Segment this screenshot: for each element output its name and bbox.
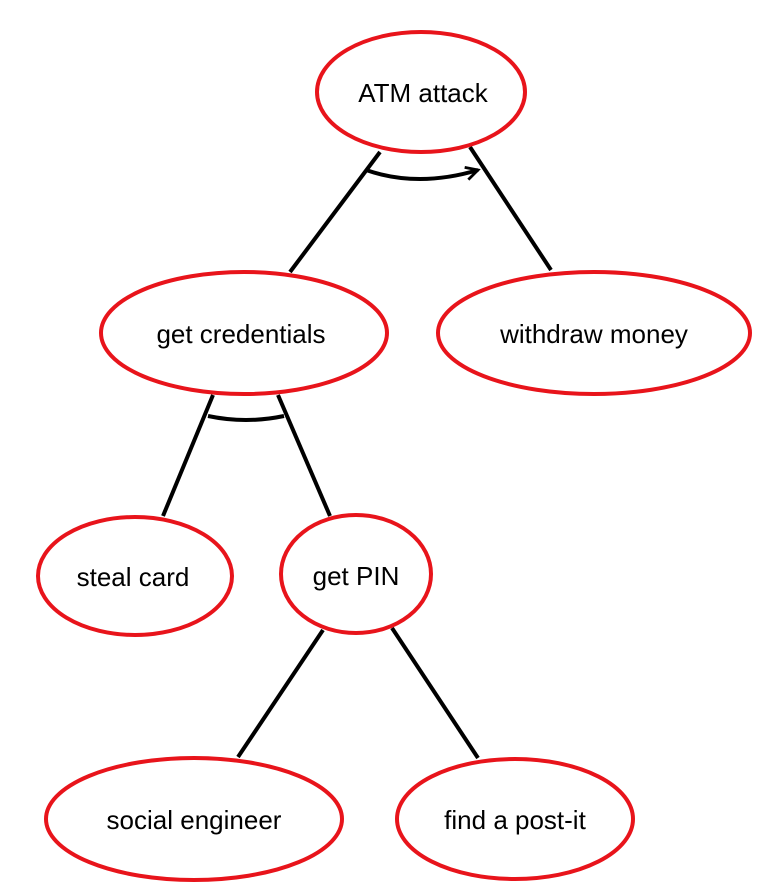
node-social-engineer-ellipse xyxy=(44,756,344,882)
connectors xyxy=(207,170,478,422)
node-get-credentials-ellipse xyxy=(99,270,389,396)
node-withdraw-money-label: withdraw money xyxy=(499,319,688,349)
edge-root-withdraw-money xyxy=(468,145,553,272)
node-steal-card-label: steal card xyxy=(77,562,190,592)
node-atm-attack-ellipse xyxy=(315,30,527,154)
node-find-a-post-it-ellipse xyxy=(395,757,635,881)
node-get-credentials: get credentials xyxy=(99,270,389,396)
and-arc xyxy=(207,414,285,422)
edge-get-credentials-get-pin xyxy=(276,394,332,517)
node-find-a-post-it-label: find a post-it xyxy=(444,805,586,835)
node-atm-attack-label: ATM attack xyxy=(358,78,489,108)
node-withdraw-money-ellipse xyxy=(436,270,752,396)
edges xyxy=(161,145,553,760)
node-get-pin: get PIN xyxy=(279,513,433,635)
node-steal-card-ellipse xyxy=(36,515,234,637)
node-find-a-post-it: find a post-it xyxy=(395,757,635,881)
edge-get-credentials-steal-card xyxy=(161,394,215,517)
node-atm-attack: ATM attack xyxy=(315,30,527,154)
node-get-pin-label: get PIN xyxy=(313,561,400,591)
node-steal-card: steal card xyxy=(36,515,234,637)
node-social-engineer: social engineer xyxy=(44,756,344,882)
node-get-pin-ellipse xyxy=(279,513,433,635)
node-withdraw-money: withdraw money xyxy=(436,270,752,396)
edge-get-pin-social-engineer xyxy=(236,628,325,759)
edge-root-get-credentials xyxy=(288,150,382,274)
edge-get-pin-find-post-it xyxy=(390,626,480,760)
node-social-engineer-label: social engineer xyxy=(107,805,282,835)
sequential-and-arrow-arc xyxy=(365,170,478,181)
node-get-credentials-label: get credentials xyxy=(156,319,325,349)
